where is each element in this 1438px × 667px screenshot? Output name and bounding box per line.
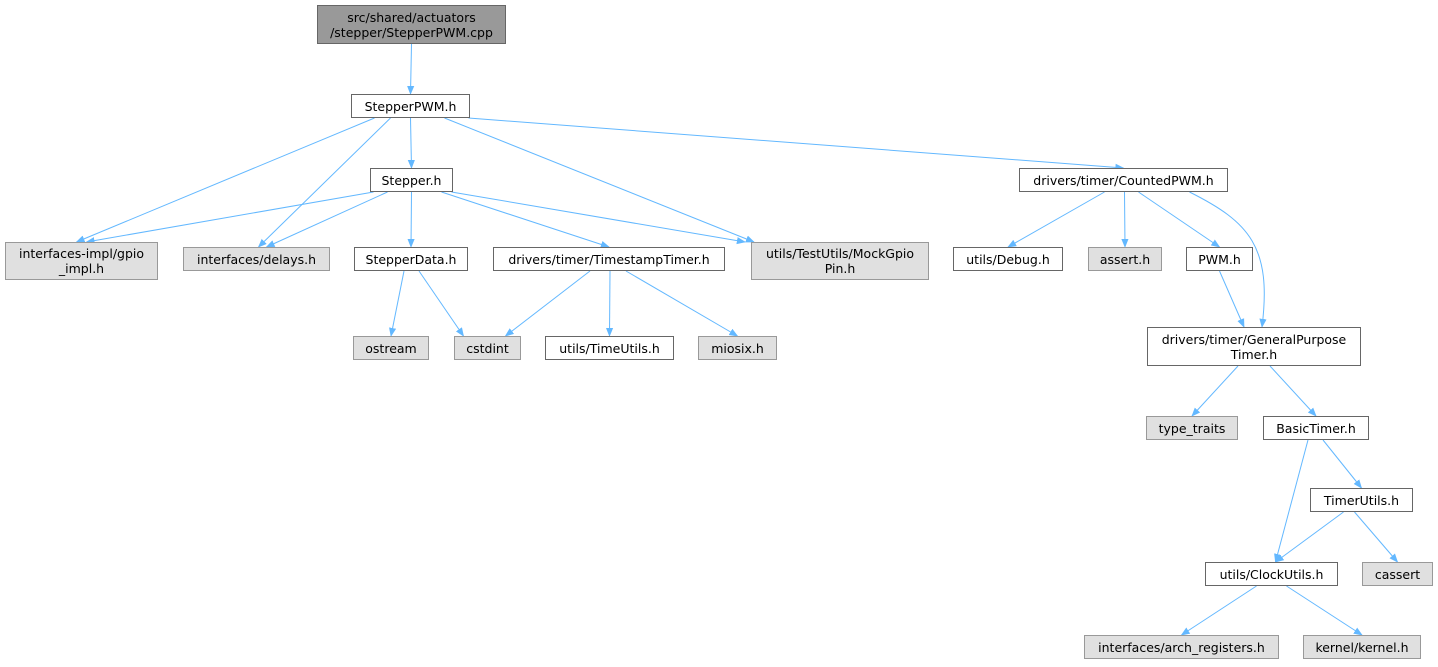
node-label: utils/Debug.h xyxy=(966,251,1050,267)
edge-gptimer_h-to-type_traits xyxy=(1191,365,1239,417)
node-label: TimerUtils.h xyxy=(1323,492,1400,508)
node-label: drivers/timer/CountedPWM.h xyxy=(1033,172,1214,188)
edge-stepper_h-to-stepperdata_h xyxy=(407,191,415,248)
node-label: type_traits xyxy=(1158,420,1226,436)
node-timerutils-h[interactable]: TimerUtils.h xyxy=(1310,488,1413,512)
edge-timerutils_h-to-cassert xyxy=(1354,511,1399,563)
node-label: Stepper.h xyxy=(381,172,442,188)
node-delays-h: interfaces/delays.h xyxy=(183,247,330,271)
node-label: PWM.h xyxy=(1198,251,1241,267)
node-stepper-h[interactable]: Stepper.h xyxy=(370,168,453,192)
edge-stepperdata_h-to-ostream xyxy=(389,270,405,337)
edge-root-to-stepperpwm_h xyxy=(407,43,415,95)
edge-stepper_h-to-gpio_impl_h xyxy=(85,191,374,245)
node-pwm-h[interactable]: PWM.h xyxy=(1186,247,1253,271)
node-label: interfaces-impl/gpio _impl.h xyxy=(18,246,145,276)
edge-timestamptimer_h-to-miosix_h xyxy=(625,270,739,337)
node-gpio-impl-h: interfaces-impl/gpio _impl.h xyxy=(5,242,158,280)
node-basictimer-h[interactable]: BasicTimer.h xyxy=(1263,416,1369,440)
edge-pwm_h-to-gptimer_h xyxy=(1219,270,1245,328)
node-stepperdata-h[interactable]: StepperData.h xyxy=(354,247,468,271)
node-assert-h: assert.h xyxy=(1088,247,1162,271)
node-mockgpiopin-h: utils/TestUtils/MockGpio Pin.h xyxy=(751,242,929,280)
edge-clockutils_h-to-kernel_h xyxy=(1286,585,1363,636)
node-label: utils/TimeUtils.h xyxy=(559,340,660,356)
edge-timestamptimer_h-to-timeutils_h xyxy=(605,270,614,337)
edge-gptimer_h-to-basictimer_h xyxy=(1269,365,1317,417)
edge-stepper_h-to-delays_h xyxy=(265,191,388,248)
node-countedpwm-h[interactable]: drivers/timer/CountedPWM.h xyxy=(1019,168,1228,192)
node-label: assert.h xyxy=(1099,251,1151,267)
node-gptimer-h[interactable]: drivers/timer/GeneralPurpose Timer.h xyxy=(1147,327,1361,366)
node-timeutils-h[interactable]: utils/TimeUtils.h xyxy=(545,336,674,360)
edge-countedpwm_h-to-assert_h xyxy=(1121,191,1129,248)
edge-stepperpwm_h-to-stepper_h xyxy=(407,117,415,169)
node-label: cassert xyxy=(1374,566,1421,582)
edge-countedpwm_h-to-gptimer_h xyxy=(1189,191,1267,328)
edge-basictimer_h-to-clockutils_h xyxy=(1274,439,1309,563)
node-label: interfaces/arch_registers.h xyxy=(1098,639,1265,655)
node-debug-h[interactable]: utils/Debug.h xyxy=(953,247,1063,271)
node-label: drivers/timer/TimestampTimer.h xyxy=(508,251,710,267)
node-label: interfaces/delays.h xyxy=(196,251,317,267)
edge-clockutils_h-to-arch_registers_h xyxy=(1180,585,1257,636)
node-cstdint: cstdint xyxy=(454,336,521,360)
edge-stepperpwm_h-to-mockgpiopin_h xyxy=(444,117,755,243)
node-label: utils/TestUtils/MockGpio Pin.h xyxy=(765,246,915,276)
node-stepperpwm-h[interactable]: StepperPWM.h xyxy=(351,94,470,118)
edge-timestamptimer_h-to-cstdint xyxy=(504,270,591,337)
node-label: BasicTimer.h xyxy=(1276,420,1356,436)
edges xyxy=(75,43,1399,636)
edge-stepperdata_h-to-cstdint xyxy=(418,270,465,337)
node-kernel-h: kernel/kernel.h xyxy=(1303,635,1421,659)
edge-countedpwm_h-to-pwm_h xyxy=(1138,191,1221,248)
node-label: utils/ClockUtils.h xyxy=(1219,566,1324,582)
node-arch-registers-h: interfaces/arch_registers.h xyxy=(1084,635,1279,659)
node-label: ostream xyxy=(365,340,417,356)
node-label: miosix.h xyxy=(711,340,764,356)
edge-stepperpwm_h-to-countedpwm_h xyxy=(468,117,1125,171)
node-ostream: ostream xyxy=(353,336,429,360)
node-miosix-h: miosix.h xyxy=(698,336,777,360)
edge-stepper_h-to-timestamptimer_h xyxy=(441,191,610,248)
node-root: src/shared/actuators /stepper/StepperPWM… xyxy=(317,5,506,44)
edge-stepperpwm_h-to-gpio_impl_h xyxy=(75,117,375,243)
node-type-traits: type_traits xyxy=(1146,416,1238,440)
edge-timerutils_h-to-clockutils_h xyxy=(1274,511,1344,563)
node-clockutils-h[interactable]: utils/ClockUtils.h xyxy=(1205,562,1338,586)
edge-stepper_h-to-mockgpiopin_h xyxy=(451,191,746,245)
node-cassert: cassert xyxy=(1362,562,1433,586)
node-label: StepperData.h xyxy=(365,251,457,267)
node-label: drivers/timer/GeneralPurpose Timer.h xyxy=(1161,331,1347,362)
node-label: src/shared/actuators /stepper/StepperPWM… xyxy=(330,9,493,40)
node-timestamptimer-h[interactable]: drivers/timer/TimestampTimer.h xyxy=(493,247,725,271)
node-label: StepperPWM.h xyxy=(364,98,457,114)
edge-basictimer_h-to-timerutils_h xyxy=(1322,439,1363,489)
edge-stepperpwm_h-to-delays_h xyxy=(257,117,391,248)
edge-countedpwm_h-to-debug_h xyxy=(1007,191,1105,248)
node-label: kernel/kernel.h xyxy=(1315,639,1409,655)
node-label: cstdint xyxy=(466,340,509,356)
